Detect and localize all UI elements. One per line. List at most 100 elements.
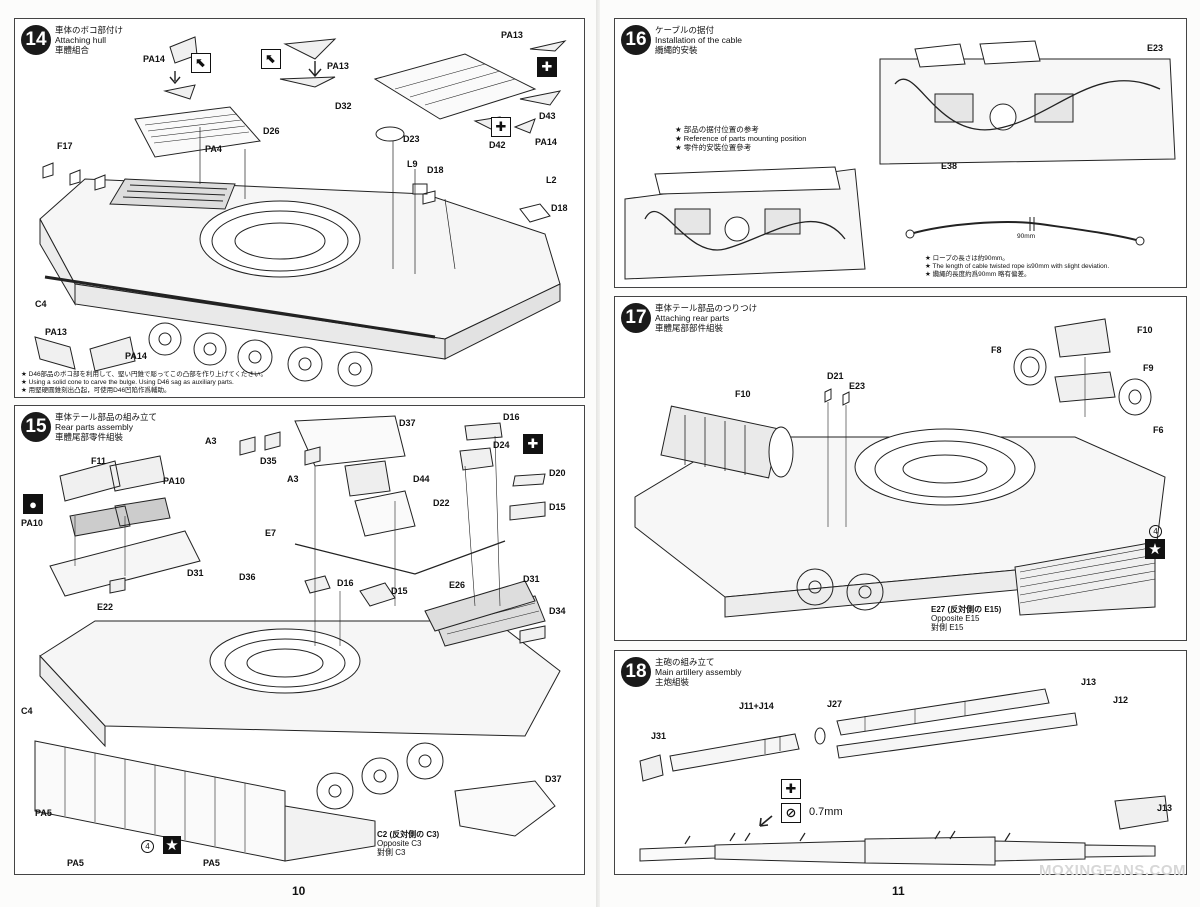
- rope-note: ★ ロープの長さは約90mm。 ★ The length of cable tw…: [925, 255, 1110, 278]
- drill-mark-icon: ⊘: [781, 803, 801, 823]
- part-label: A3: [205, 436, 217, 446]
- part-label: D15: [549, 502, 566, 512]
- step-17-panel: 17 車体テール部品のつりつけ Attaching rear parts 車體尾…: [614, 296, 1187, 641]
- rear-parts-illustration: [634, 318, 1166, 618]
- step-18-panel: 18 主砲の組み立て Main artillery assembly 主炮組裝: [614, 650, 1187, 875]
- step-title: 車体テール部品のつりつけ Attaching rear parts 車體尾部部件…: [655, 303, 758, 333]
- step-title: 車体のボコ部付け Attaching hull 車體組合: [55, 25, 124, 55]
- part-label: PA5: [203, 858, 220, 868]
- part-label: PA13: [45, 327, 67, 337]
- part-label: D16: [337, 578, 354, 588]
- part-label: D18: [427, 165, 444, 175]
- part-label: J31: [651, 731, 667, 741]
- part-label: PA14: [535, 137, 557, 147]
- part-label: C4: [21, 706, 33, 716]
- part-label: F10: [1137, 325, 1153, 335]
- decal-number: 4: [1149, 525, 1162, 538]
- part-label: PA4: [205, 144, 222, 154]
- part-label: D18: [551, 203, 568, 213]
- part-label: F17: [57, 141, 73, 151]
- part-label: D24: [493, 440, 510, 450]
- part-label: F10: [735, 389, 751, 399]
- part-label: D36: [239, 572, 256, 582]
- part-label: PA10: [21, 518, 43, 528]
- instruction-note: ★ D46部品のボコ部を利用して、堅い円錐で彫ってこの凸部を作り上げてください。…: [21, 371, 268, 394]
- cement-mark-icon: ✚: [491, 117, 511, 137]
- gun-illustration: [639, 688, 1169, 866]
- part-label: J27: [827, 699, 843, 709]
- star-decal-icon: ★: [163, 836, 181, 854]
- c2-note: C2 (反対側の C3) Opposite C3 對側 C3: [377, 830, 440, 857]
- part-label: E22: [97, 602, 114, 612]
- part-label: D42: [489, 140, 506, 150]
- part-label: D32: [335, 101, 352, 111]
- part-label: J13: [1157, 803, 1173, 813]
- part-label: D16: [503, 412, 520, 422]
- cable-illustration: [624, 40, 1176, 280]
- part-label: F6: [1153, 425, 1164, 435]
- cement-mark-icon: ✚: [523, 434, 543, 454]
- step-14-panel: 14 車体のボコ部付け Attaching hull 車體組合: [14, 18, 585, 398]
- part-label: F11: [91, 456, 107, 466]
- step-title: 主砲の組み立て Main artillery assembly 主炮組裝: [655, 657, 742, 687]
- part-label: L2: [546, 175, 557, 185]
- part-label: F9: [1143, 363, 1154, 373]
- step-title: 車体テール部品の組み立て Rear parts assembly 車體尾部零件組…: [55, 412, 158, 442]
- part-label: D37: [399, 418, 416, 428]
- part-label: D23: [403, 134, 420, 144]
- part-label: PA10: [163, 476, 185, 486]
- part-label: PA13: [327, 61, 349, 71]
- part-label: E38: [941, 161, 958, 171]
- part-label: J13: [1081, 677, 1097, 687]
- hull-illustration: [34, 36, 567, 387]
- left-page: 14 車体のボコ部付け Attaching hull 車體組合: [14, 18, 585, 898]
- part-label: C4: [35, 299, 47, 309]
- step-number: 18: [621, 657, 651, 687]
- part-label: F8: [991, 345, 1002, 355]
- cement-mark-icon: ✚: [781, 779, 801, 799]
- step-number: 15: [21, 412, 51, 442]
- part-label: PA14: [125, 351, 147, 361]
- part-label: PA5: [67, 858, 84, 868]
- right-page: 16 ケーブルの据付 Installation of the cable 纜繩的…: [600, 0, 1200, 907]
- decal-number: 4: [141, 840, 154, 853]
- part-label: E7: [265, 528, 277, 538]
- part-label: D44: [413, 474, 430, 484]
- step-16-panel: 16 ケーブルの据付 Installation of the cable 纜繩的…: [614, 18, 1187, 288]
- part-label: E26: [449, 580, 466, 590]
- part-label: D35: [260, 456, 277, 466]
- step-15-panel: 15 車体テール部品の組み立て Rear parts assembly 車體尾部…: [14, 405, 585, 875]
- part-label: E23: [1147, 43, 1164, 53]
- part-label: PA13: [501, 30, 523, 40]
- step-number: 16: [621, 25, 651, 55]
- part-label: J12: [1113, 695, 1129, 705]
- watermark: MOXINGFANS.COM: [1038, 862, 1186, 879]
- part-label: D34: [549, 606, 566, 616]
- star-decal-icon: ★: [1145, 539, 1165, 559]
- page-number: 10: [292, 884, 306, 898]
- part-label: D31: [523, 574, 540, 584]
- part-label: E23: [849, 381, 866, 391]
- part-label: D26: [263, 126, 280, 136]
- part-label: A3: [287, 474, 299, 484]
- part-label: D37: [545, 774, 562, 784]
- rope-length-label: 90mm: [1017, 233, 1036, 240]
- part-label: D22: [433, 498, 450, 508]
- part-label: PA14: [143, 54, 165, 64]
- part-label: J11+J14: [739, 701, 774, 711]
- step-number: 14: [21, 25, 51, 55]
- part-label: D21: [827, 371, 844, 381]
- step-number: 17: [621, 303, 651, 333]
- mirror-mark-icon: ⬉: [261, 49, 281, 69]
- e27-note: E27 (反対側の E15) Opposite E15 對側 E15: [931, 605, 1002, 632]
- mirror-mark-icon: ⬉: [191, 53, 211, 73]
- page-number: 11: [892, 884, 905, 898]
- part-label: D43: [539, 111, 556, 121]
- part-label: D15: [391, 586, 408, 596]
- part-label: L9: [407, 159, 418, 169]
- reference-note: ★ 部品の据付位置の参考 ★ Reference of parts mounti…: [675, 125, 807, 152]
- part-label: D31: [187, 568, 204, 578]
- step-title: ケーブルの据付 Installation of the cable 纜繩的安裝: [655, 25, 742, 55]
- part-label: D20: [549, 468, 566, 478]
- paint-mark-icon: ●: [23, 494, 43, 514]
